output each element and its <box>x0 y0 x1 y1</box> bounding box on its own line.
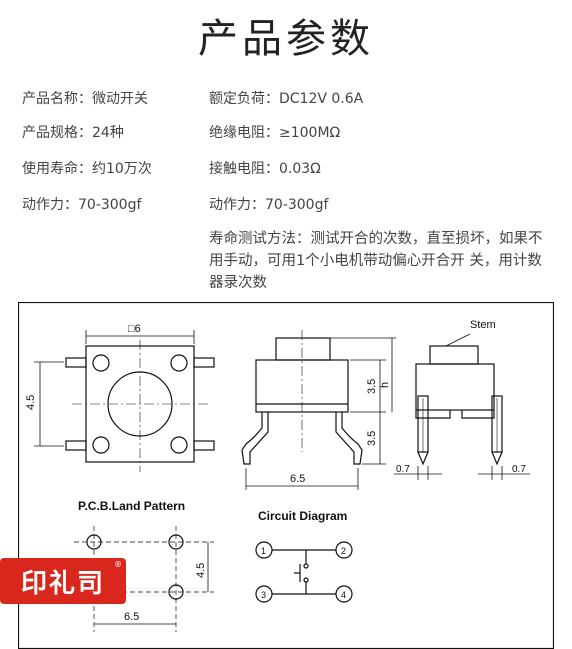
dim-label-6: □6 <box>128 323 141 335</box>
spec-actuation-force-right: 动作力：70-300gf <box>209 197 329 213</box>
dim-label-h: h <box>379 382 391 388</box>
circuit-pin-1-label: 1 <box>261 546 266 556</box>
dim-label-3-5-b: 3.5 <box>366 431 378 446</box>
dim-label-6-5: 6.5 <box>290 473 305 485</box>
brand-stamp-logo: 印礼司 ® <box>0 558 126 604</box>
technical-drawing: □6 4.5 6.5 3.5 h 3.5 Stem 0.7 0.7 P.C.B.… <box>18 302 554 649</box>
registered-mark: ® <box>114 560 122 569</box>
top-view-corner-circle <box>170 354 188 372</box>
side-view-right-leg <box>335 412 363 465</box>
dim-label-4-5: 4.5 <box>25 395 37 410</box>
spec-service-life: 使用寿命：约10万次 <box>22 161 152 177</box>
top-view-corner-circle <box>170 436 188 454</box>
circuit-pin-2-label: 2 <box>341 546 346 556</box>
spec-product-size: 产品规格：24种 <box>22 125 124 141</box>
front-view-stem <box>429 345 479 365</box>
spec-rated-load: 额定负荷：DC12V 0.6A <box>209 91 364 107</box>
top-view-pin <box>193 440 215 451</box>
top-view-corner-circle <box>92 436 110 454</box>
pcb-dim-label-6-5: 6.5 <box>124 611 139 623</box>
circuit-pin-3-label: 3 <box>261 590 266 600</box>
life-test-method: 寿命测试方法：测试开合的次数，直至损坏，如果不用手动，可用1个小电机带动偏心开合… <box>209 231 543 291</box>
pcb-dim-label-4-5: 4.5 <box>195 563 207 578</box>
circuit-diagram-title: Circuit Diagram <box>258 509 347 523</box>
dim-label-0-7-right: 0.7 <box>512 464 526 475</box>
top-view-pin <box>65 357 87 368</box>
dim-label-0-7-left: 0.7 <box>396 464 410 475</box>
stem-leader-line <box>445 333 471 347</box>
side-view-body <box>255 359 349 413</box>
page-title: 产品参数 <box>198 16 374 62</box>
top-view-corner-circle <box>92 354 110 372</box>
circuit-pin-4-label: 4 <box>341 590 346 600</box>
spec-insulation-resistance: 绝缘电阻：≥100MΩ <box>209 125 341 141</box>
stem-label: Stem <box>470 319 496 331</box>
top-view-pin <box>65 440 87 451</box>
spec-product-name: 产品名称：微动开关 <box>22 91 148 107</box>
top-view-pin <box>193 357 215 368</box>
dim-label-3-5-a: 3.5 <box>366 379 378 394</box>
stamp-text: 印礼司 <box>20 569 105 599</box>
drawing-svg: □6 4.5 6.5 3.5 h 3.5 Stem 0.7 0.7 P.C.B.… <box>18 302 554 649</box>
pcb-land-pattern-title: P.C.B.Land Pattern <box>78 499 185 513</box>
spec-contact-resistance: 接触电阻：0.03Ω <box>209 161 321 177</box>
side-view-stem <box>275 337 331 361</box>
front-view-body <box>415 363 495 411</box>
side-view-left-leg <box>241 412 269 465</box>
spec-actuation-force-left: 动作力：70-300gf <box>22 197 142 213</box>
